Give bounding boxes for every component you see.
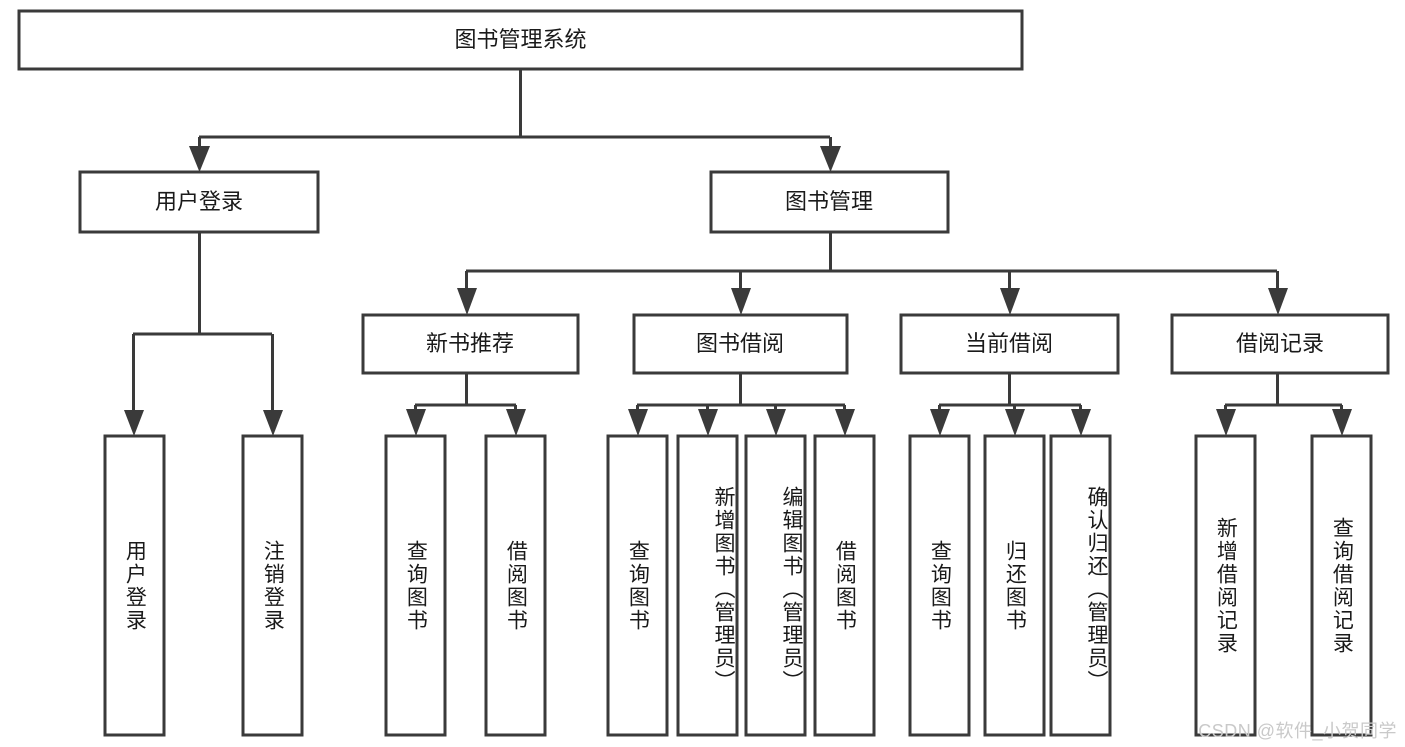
arrowhead-leaf-user-login — [124, 410, 144, 436]
arrowhead-leaf-query-book-borrow — [628, 409, 648, 436]
leaf-confirm-return-box[interactable] — [1049, 434, 1112, 737]
arrowhead-book-manage — [820, 146, 841, 172]
leaf-query-record-box[interactable] — [1310, 434, 1373, 737]
arrowhead-leaf-confirm-return — [1071, 409, 1091, 436]
node-user-login-box[interactable] — [78, 170, 320, 234]
leaf-query-book-current-box[interactable] — [908, 434, 971, 737]
arrowhead-leaf-query-book-current — [930, 409, 950, 436]
node-root[interactable]: 图书管理系统 — [17, 9, 1024, 71]
leaf-add-record-box[interactable] — [1194, 434, 1257, 737]
node-user-login[interactable]: 用户登录 — [78, 170, 320, 234]
leaf-query-book-rec-box[interactable] — [384, 434, 447, 737]
arrowhead-leaf-query-record — [1332, 409, 1352, 436]
connector-group — [124, 69, 1352, 436]
arrowhead-leaf-edit-book — [766, 409, 786, 436]
arrowhead-leaf-query-book-rec — [406, 409, 426, 436]
node-book-borrow[interactable]: 图书借阅 — [632, 313, 849, 375]
arrowhead-book-borrow — [731, 288, 751, 315]
leaf-logout-box[interactable] — [241, 434, 304, 737]
leaf-box-group — [103, 434, 1373, 737]
node-book-manage-label: 图书管理 — [785, 189, 873, 214]
arrowhead-leaf-borrow-book — [835, 409, 855, 436]
node-user-login-label: 用户登录 — [155, 189, 243, 214]
leaf-query-book-borrow-box[interactable] — [606, 434, 669, 737]
node-current-borrow-box[interactable] — [899, 313, 1120, 375]
arrowhead-leaf-add-book — [698, 409, 718, 436]
leaf-borrow-book-box[interactable] — [813, 434, 876, 737]
node-root-box[interactable] — [17, 9, 1024, 71]
leaf-borrow-book-rec-box[interactable] — [484, 434, 547, 737]
arrowhead-leaf-return-book — [1005, 409, 1025, 436]
node-book-borrow-label: 图书借阅 — [696, 331, 784, 356]
node-current-borrow-label: 当前借阅 — [965, 331, 1053, 356]
arrowhead-new-book-rec — [457, 288, 477, 315]
arrowhead-borrow-record — [1268, 288, 1288, 315]
node-new-book-rec-box[interactable] — [361, 313, 580, 375]
arrowhead-leaf-add-record — [1216, 409, 1236, 436]
node-root-label: 图书管理系统 — [454, 27, 586, 52]
node-book-manage[interactable]: 图书管理 — [709, 170, 950, 234]
arrowhead-leaf-borrow-book-rec — [506, 409, 526, 436]
leaf-add-book-box[interactable] — [676, 434, 739, 737]
node-borrow-record-label: 借阅记录 — [1236, 331, 1324, 356]
node-new-book-rec[interactable]: 新书推荐 — [361, 313, 580, 375]
node-borrow-record-box[interactable] — [1170, 313, 1390, 375]
leaf-edit-book-box[interactable] — [744, 434, 807, 737]
arrowhead-leaf-logout — [263, 410, 283, 436]
arrowhead-current-borrow — [1000, 288, 1020, 315]
leaf-return-book-box[interactable] — [983, 434, 1046, 737]
node-current-borrow[interactable]: 当前借阅 — [899, 313, 1120, 375]
leaf-user-login-box[interactable] — [103, 434, 166, 737]
node-book-borrow-box[interactable] — [632, 313, 849, 375]
node-borrow-record[interactable]: 借阅记录 — [1170, 313, 1390, 375]
arrowhead-user-login — [189, 146, 210, 172]
node-new-book-rec-label: 新书推荐 — [426, 331, 514, 356]
watermark: CSDN @软件_小贺同学 — [1198, 721, 1397, 741]
node-book-manage-box[interactable] — [709, 170, 950, 234]
